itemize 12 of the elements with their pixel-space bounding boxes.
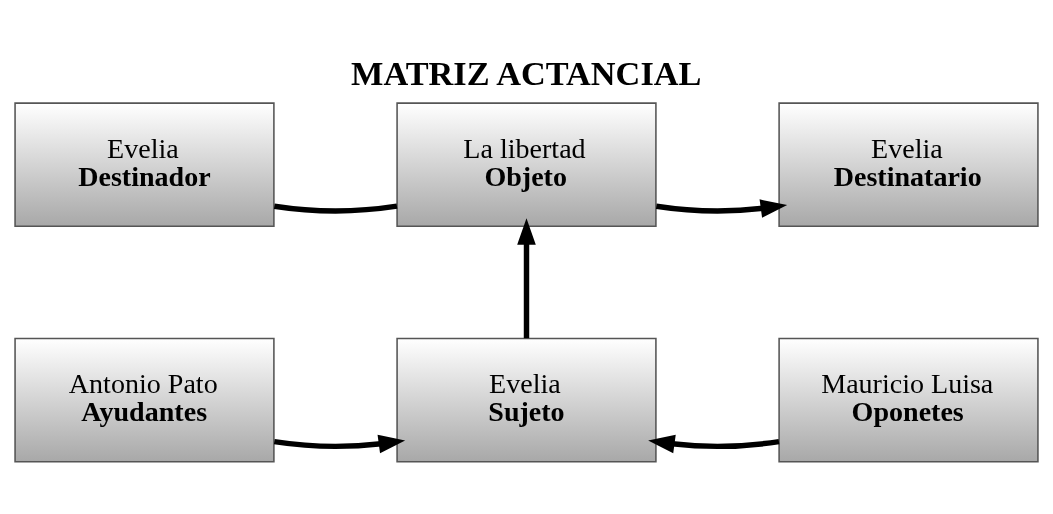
arrow [655,198,788,218]
connector [273,202,398,214]
node-box: Evelia Destinador [14,101,275,227]
node-box: Evelia Destinatario [778,101,1039,227]
node-box: Antonio Pato Ayudantes [14,337,275,463]
arrow [517,217,536,338]
arrow [648,434,780,453]
node-box: La libertad Objeto [396,101,657,227]
node-box: Evelia Sujeto [396,337,657,463]
arrow [273,434,406,453]
diagram-title: MATRIZ ACTANCIAL [351,53,702,92]
node-box: Mauricio Luisa Oponetes [778,337,1039,463]
